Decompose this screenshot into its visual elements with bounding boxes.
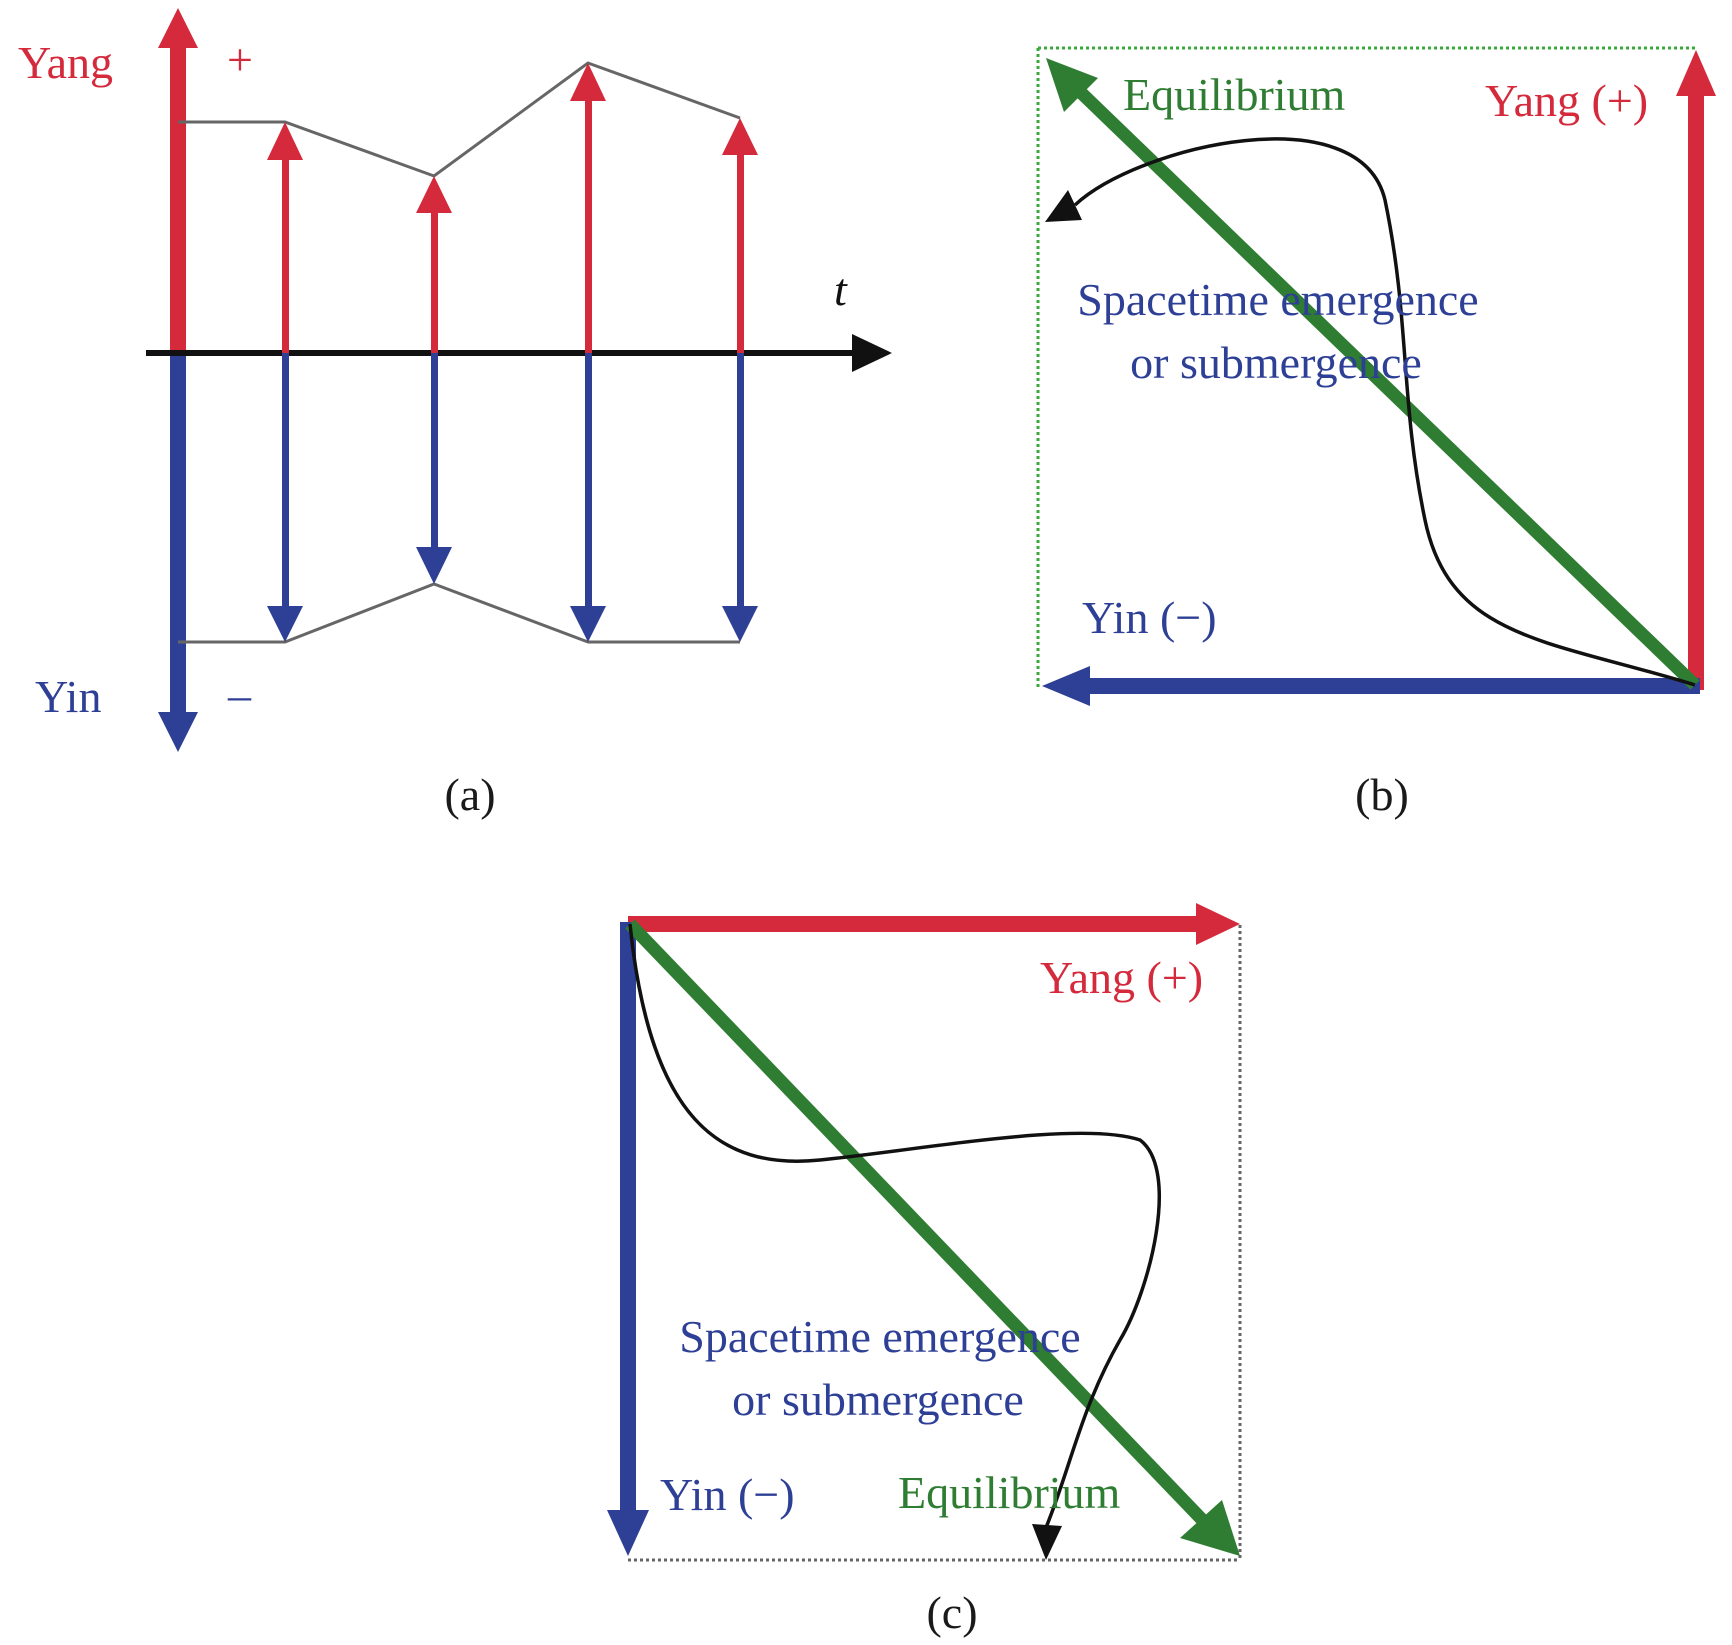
yin-axis (1042, 666, 1700, 706)
yang-axis (628, 903, 1240, 945)
yang-axis (158, 8, 198, 352)
panel-b: Equilibrium Yang (+) Yin (−) Spacetime e… (1036, 46, 1716, 820)
equilibrium-diagonal (625, 919, 1240, 1556)
minus-sign: – (227, 669, 252, 720)
frame (1036, 46, 1698, 688)
equilibrium-diagonal (1046, 58, 1700, 690)
oscillation-arrow-2 (416, 176, 452, 584)
emergence-label-line2: or submergence (732, 1374, 1024, 1425)
yin-axis (158, 352, 198, 752)
yang-label: Yang (18, 37, 113, 88)
lower-envelope (178, 582, 740, 644)
emergence-label-line1: Spacetime emergence (679, 1311, 1080, 1362)
oscillation-arrow-3 (570, 63, 606, 642)
panel-a: Yang + Yin – t (a) (18, 8, 892, 820)
time-label: t (834, 264, 848, 315)
yang-axis (1676, 50, 1716, 690)
trajectory-curve (1045, 137, 1696, 687)
emergence-label-line2: or submergence (1130, 337, 1422, 388)
yin-label: Yin (35, 671, 101, 722)
frame (628, 925, 1242, 1562)
oscillation-arrow-4 (722, 118, 758, 642)
panel-c: Yang (+) Spacetime emergence or submerge… (607, 903, 1242, 1638)
equilibrium-label: Equilibrium (898, 1467, 1121, 1518)
yin-label: Yin (−) (660, 1469, 795, 1520)
yang-label: Yang (+) (1485, 75, 1648, 126)
upper-envelope (178, 61, 741, 178)
panel-c-caption: (c) (926, 1587, 977, 1638)
oscillation-arrow-1 (267, 122, 303, 642)
emergence-label-line1: Spacetime emergence (1077, 274, 1478, 325)
panel-a-caption: (a) (444, 769, 495, 820)
trajectory-curve (628, 923, 1161, 1560)
yin-label: Yin (−) (1082, 592, 1217, 643)
time-axis (146, 334, 892, 372)
yang-label: Yang (+) (1040, 952, 1203, 1003)
plus-sign: + (227, 34, 253, 85)
panel-b-caption: (b) (1355, 769, 1409, 820)
yin-axis (607, 922, 649, 1556)
equilibrium-label: Equilibrium (1123, 69, 1346, 120)
